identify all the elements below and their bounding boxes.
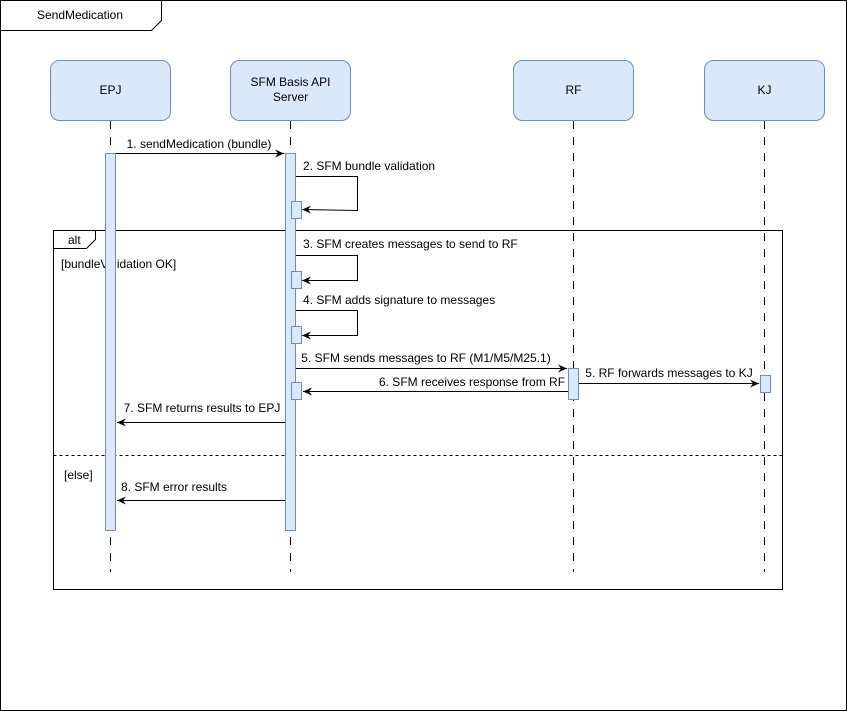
message-6[interactable]: 6. SFM receives response from RF — [303, 375, 568, 396]
message-7-label: 7. SFM returns results to EPJ — [124, 401, 281, 415]
message-8[interactable]: 8. SFM error results — [117, 480, 285, 505]
actor-label-rf: RF — [566, 83, 582, 97]
message-6-label: 6. SFM receives response from RF — [379, 375, 565, 389]
message-3[interactable]: 3. SFM creates messages to send to RF — [296, 237, 518, 285]
activation-kj — [760, 375, 771, 393]
message-1-label: 1. sendMedication (bundle) — [127, 137, 272, 151]
guard-main: [bundleValidation OK] — [61, 257, 176, 271]
message-4-label: 4. SFM adds signature to messages — [303, 293, 495, 307]
message-5[interactable]: 5. SFM sends messages to RF (M1/M5/M25.1… — [296, 351, 567, 373]
actor-kj[interactable]: KJ — [704, 60, 825, 121]
actor-label-sfm-line2: Server — [273, 90, 308, 104]
message-4[interactable]: 4. SFM adds signature to messages — [296, 293, 495, 340]
message-5b[interactable]: 5. RF forwards messages to KJ — [579, 366, 759, 388]
actor-label-epj: EPJ — [99, 83, 121, 97]
alt-fragment: alt [bundleValidation OK] [else] — [53, 230, 783, 590]
activation-sfm-response — [291, 382, 302, 400]
actor-sfm-server[interactable]: SFM Basis API Server — [230, 60, 351, 121]
message-5-label: 5. SFM sends messages to RF (M1/M5/M25.1… — [301, 351, 550, 365]
guard-else: [else] — [64, 468, 93, 482]
actor-label-sfm-line1: SFM Basis API — [250, 75, 330, 89]
message-7[interactable]: 7. SFM returns results to EPJ — [117, 401, 285, 427]
activation-sfm-sign — [291, 326, 302, 344]
frame-title: SendMedication — [37, 8, 123, 22]
actor-rf[interactable]: RF — [513, 60, 634, 121]
fragment-operator: alt — [68, 233, 81, 247]
message-1[interactable]: 1. sendMedication (bundle) — [116, 137, 284, 158]
message-2-label: 2. SFM bundle validation — [303, 159, 435, 173]
activation-rf — [568, 368, 579, 400]
activation-sfm-create — [291, 271, 302, 289]
actor-epj[interactable]: EPJ — [50, 60, 171, 121]
message-5b-label: 5. RF forwards messages to KJ — [585, 366, 752, 380]
actor-label-kj: KJ — [757, 83, 771, 97]
message-3-label: 3. SFM creates messages to send to RF — [303, 237, 518, 251]
activation-epj — [105, 153, 116, 531]
message-8-label: 8. SFM error results — [121, 480, 227, 494]
activation-sfm-validation — [291, 201, 302, 219]
message-2[interactable]: 2. SFM bundle validation — [296, 159, 435, 214]
